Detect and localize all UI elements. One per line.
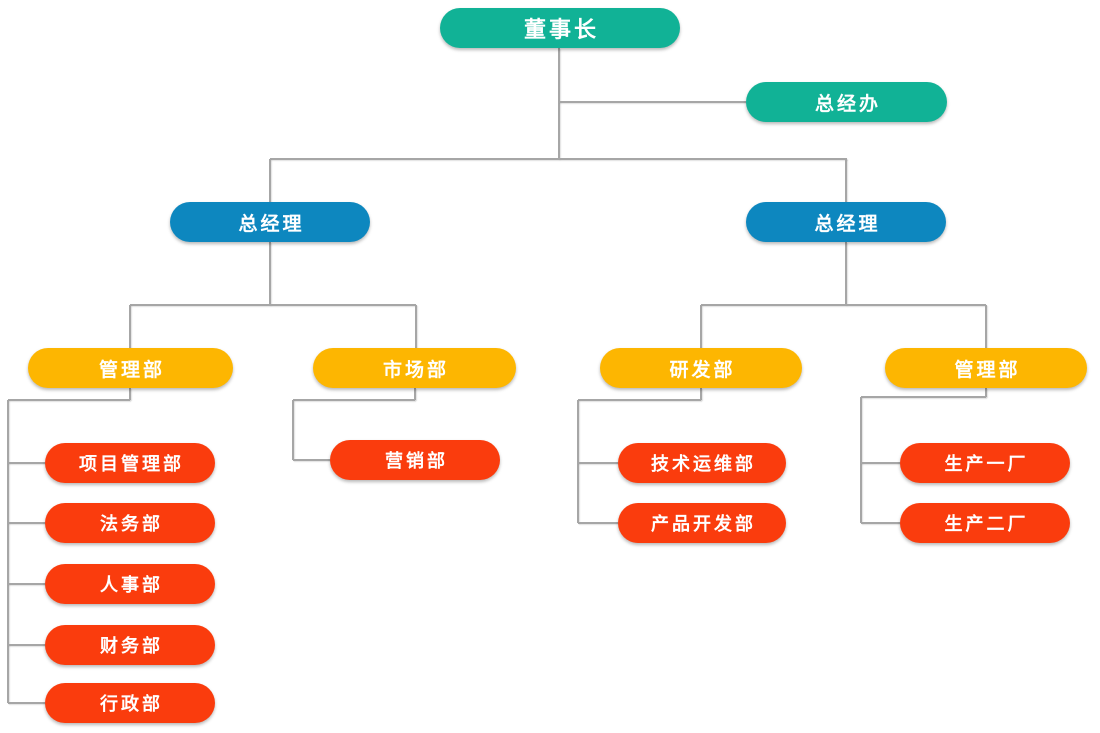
org-node-gm-right[interactable]: 总经理 bbox=[746, 202, 946, 242]
org-node-gm-office[interactable]: 总经办 bbox=[746, 82, 947, 122]
org-node-dept-proddev[interactable]: 产品开发部 bbox=[618, 503, 786, 543]
org-node-chairman[interactable]: 董事长 bbox=[440, 8, 680, 48]
org-node-label: 董事长 bbox=[523, 17, 599, 42]
connector-line bbox=[861, 462, 900, 464]
org-node-label: 总经理 bbox=[814, 213, 881, 235]
connector-line bbox=[292, 400, 294, 460]
connector-line bbox=[577, 400, 579, 523]
connector-line bbox=[578, 522, 618, 524]
org-node-label: 行政部 bbox=[100, 694, 163, 714]
connector-line bbox=[130, 304, 416, 306]
org-node-label: 市场部 bbox=[382, 359, 449, 381]
org-node-dept-mgmt-left[interactable]: 管理部 bbox=[28, 348, 233, 388]
connector-line bbox=[293, 459, 330, 461]
connector-line bbox=[701, 304, 986, 306]
org-node-label: 产品开发部 bbox=[651, 514, 756, 534]
connector-line bbox=[8, 644, 45, 646]
org-node-dept-admin[interactable]: 行政部 bbox=[45, 683, 215, 723]
org-node-label: 人事部 bbox=[100, 575, 163, 595]
org-node-label: 生产一厂 bbox=[944, 454, 1029, 474]
org-node-label: 研发部 bbox=[669, 359, 736, 381]
connector-line bbox=[129, 305, 131, 348]
org-node-dept-legal[interactable]: 法务部 bbox=[45, 503, 215, 543]
connector-line bbox=[700, 388, 702, 400]
org-node-label: 总经理 bbox=[238, 213, 305, 235]
connector-line bbox=[8, 462, 45, 464]
connector-line bbox=[415, 305, 417, 348]
org-node-dept-hr[interactable]: 人事部 bbox=[45, 564, 215, 604]
connector-line bbox=[845, 242, 847, 305]
org-node-dept-project[interactable]: 项目管理部 bbox=[45, 443, 215, 483]
connector-line bbox=[700, 305, 702, 348]
connector-line bbox=[578, 399, 701, 401]
org-node-label: 项目管理部 bbox=[79, 454, 184, 474]
connector-line bbox=[861, 522, 900, 524]
org-node-label: 总经办 bbox=[814, 93, 881, 115]
connector-line bbox=[269, 159, 271, 202]
connector-line bbox=[985, 305, 987, 348]
org-node-dept-market[interactable]: 市场部 bbox=[313, 348, 516, 388]
org-node-dept-mgmt-right[interactable]: 管理部 bbox=[885, 348, 1087, 388]
connector-line bbox=[8, 399, 130, 401]
connector-line bbox=[129, 388, 131, 400]
connector-line bbox=[8, 522, 45, 524]
connector-line bbox=[861, 396, 986, 398]
connector-line bbox=[270, 158, 847, 160]
connector-line bbox=[293, 399, 415, 401]
org-node-factory-1[interactable]: 生产一厂 bbox=[900, 443, 1070, 483]
org-node-dept-sales[interactable]: 营销部 bbox=[330, 440, 500, 480]
org-node-dept-techops[interactable]: 技术运维部 bbox=[618, 443, 786, 483]
org-node-dept-finance[interactable]: 财务部 bbox=[45, 625, 215, 665]
connector-line bbox=[985, 388, 987, 397]
org-node-label: 营销部 bbox=[385, 451, 448, 471]
connector-line bbox=[558, 48, 560, 159]
connector-line bbox=[860, 397, 862, 523]
connector-line bbox=[414, 388, 416, 400]
org-node-label: 管理部 bbox=[954, 359, 1021, 381]
org-node-label: 管理部 bbox=[98, 359, 165, 381]
org-node-label: 技术运维部 bbox=[651, 454, 756, 474]
connector-line bbox=[7, 400, 9, 703]
connector-line bbox=[578, 462, 618, 464]
connector-line bbox=[845, 159, 847, 202]
connector-line bbox=[8, 702, 45, 704]
org-node-label: 法务部 bbox=[100, 514, 163, 534]
connector-line bbox=[8, 583, 45, 585]
org-node-dept-rnd[interactable]: 研发部 bbox=[600, 348, 802, 388]
org-node-label: 财务部 bbox=[100, 636, 163, 656]
org-node-gm-left[interactable]: 总经理 bbox=[170, 202, 370, 242]
connector-line bbox=[559, 101, 746, 103]
connector-line bbox=[269, 242, 271, 305]
org-node-factory-2[interactable]: 生产二厂 bbox=[900, 503, 1070, 543]
org-node-label: 生产二厂 bbox=[944, 514, 1029, 534]
